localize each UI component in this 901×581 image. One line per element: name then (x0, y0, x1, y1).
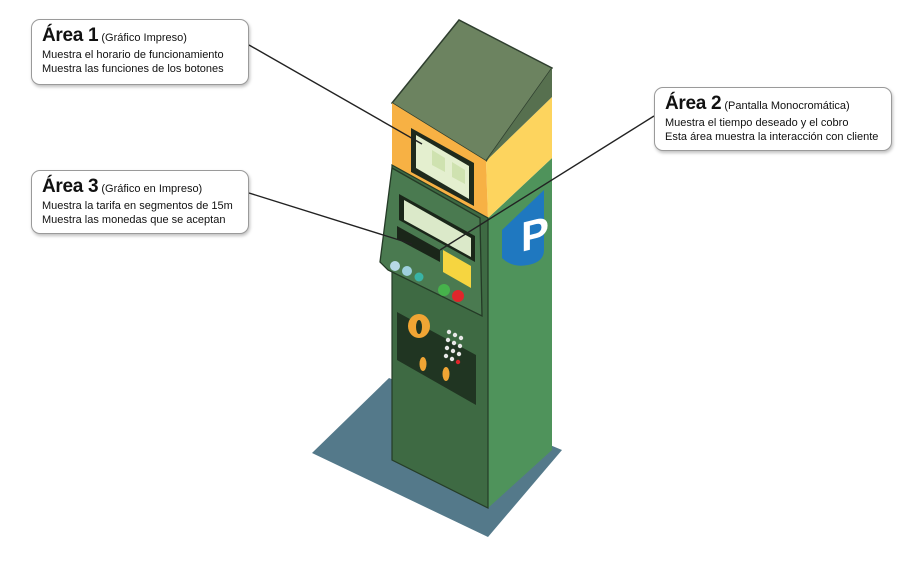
callout-subtitle: (Gráfico Impreso) (101, 32, 187, 44)
button-3[interactable] (414, 272, 424, 282)
callout-subtitle: (Gráfico en Impreso) (101, 183, 203, 195)
button-2[interactable] (402, 266, 412, 276)
area3-graphic-yellow (443, 250, 471, 288)
callout-title: Área 3 (42, 176, 99, 197)
callout-line: Muestra el tiempo deseado y el cobro (665, 117, 849, 129)
parking-sign-letter: P (521, 208, 549, 262)
callout-area-3: Área 3 (Gráfico en Impreso) Muestra la t… (31, 170, 249, 234)
red-button[interactable] (452, 290, 464, 302)
button-1[interactable] (390, 261, 400, 271)
callout-line: Muestra la tarifa en segmentos de 15m (42, 200, 233, 212)
callout-line: Muestra las funciones de los botones (42, 63, 224, 75)
leader-line-area3 (248, 192, 413, 245)
leader-line-area2 (439, 115, 655, 251)
ticket-slot[interactable] (442, 367, 450, 381)
leader-line-area1 (248, 44, 423, 145)
callout-title: Área 1 (42, 25, 99, 46)
callout-area-1: Área 1 (Gráfico Impreso) Muestra el hora… (31, 19, 249, 85)
green-button[interactable] (438, 284, 450, 296)
area3-graphic-dark (397, 226, 440, 262)
callout-title: Área 2 (665, 93, 722, 114)
parking-sign-badge (502, 190, 544, 266)
keypad[interactable] (443, 329, 464, 365)
card-slot[interactable] (419, 357, 427, 371)
callout-area-2: Área 2 (Pantalla Monocromática) Muestra … (654, 87, 892, 151)
roof-right-edge (486, 68, 552, 161)
header-right-side (486, 97, 552, 218)
callout-line: Muestra el horario de funcionamiento (42, 49, 224, 61)
area2-screen (404, 200, 471, 257)
callout-subtitle: (Pantalla Monocromática) (724, 100, 850, 112)
callout-line: Muestra las monedas que se aceptan (42, 214, 226, 226)
callout-line: Esta área muestra la interacción con cli… (665, 131, 879, 143)
